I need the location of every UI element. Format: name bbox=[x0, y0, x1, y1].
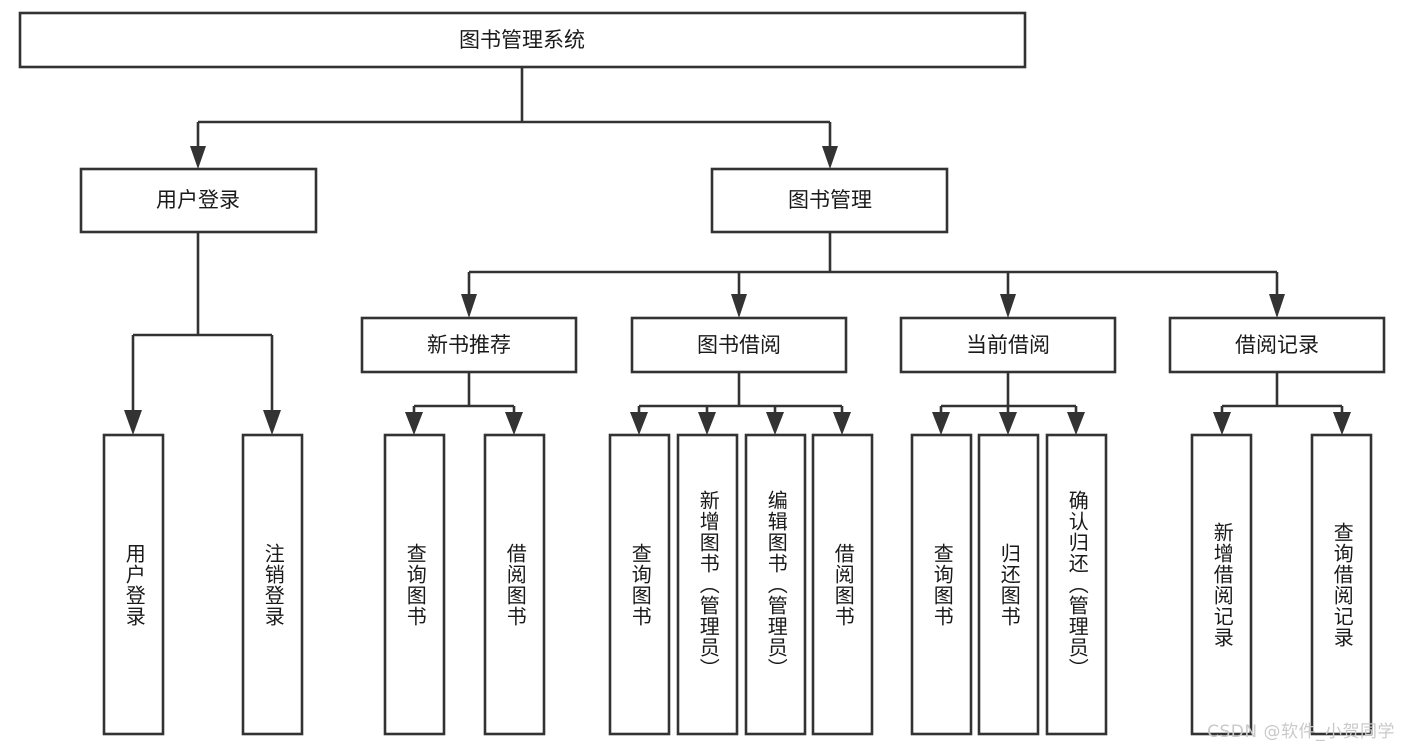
book-borrow-label: 图书借阅 bbox=[697, 333, 781, 357]
leaf-box-return-book[interactable] bbox=[977, 433, 1040, 736]
connector-new-book-recommend-to-leaves bbox=[405, 372, 523, 435]
new-book-recommend-label: 新书推荐 bbox=[427, 333, 511, 357]
arrow-to-leaf-confirm-return bbox=[1067, 412, 1085, 435]
arrow-to-leaf-user-login bbox=[124, 410, 142, 435]
borrow-record-label: 借阅记录 bbox=[1235, 333, 1319, 357]
arrow-to-leaf-query-book-3 bbox=[932, 412, 950, 435]
node-book-management[interactable]: 图书管理 bbox=[710, 167, 949, 234]
arrow-to-book-borrow bbox=[731, 294, 747, 318]
leaf-box-borrow-book-1[interactable] bbox=[483, 433, 546, 736]
node-borrow-record[interactable]: 借阅记录 bbox=[1168, 316, 1386, 374]
new-book-recommend-box[interactable] bbox=[360, 316, 578, 374]
arrow-to-leaf-query-book-1 bbox=[405, 412, 423, 435]
leaf-box-query-book-1[interactable] bbox=[383, 433, 446, 736]
csdn-watermark: CSDN @软件_小贺同学 bbox=[1207, 722, 1395, 742]
leaf-box-add-book[interactable] bbox=[676, 433, 739, 736]
node-root[interactable]: 图书管理系统 bbox=[18, 11, 1027, 69]
user-login-label: 用户登录 bbox=[156, 188, 240, 212]
arrow-to-leaf-edit-book bbox=[766, 412, 784, 435]
current-borrow-label: 当前借阅 bbox=[966, 333, 1050, 357]
arrow-to-current-borrow bbox=[1000, 294, 1016, 318]
connector-root-to-level2 bbox=[190, 67, 838, 169]
leaf-box-query-record[interactable] bbox=[1310, 433, 1373, 736]
root-box[interactable] bbox=[18, 11, 1027, 69]
leaf-box-query-book-3[interactable] bbox=[910, 433, 973, 736]
arrow-to-new-book-recommend bbox=[461, 294, 477, 318]
arrow-to-book-management bbox=[822, 146, 838, 169]
connector-borrow-record-to-leaves bbox=[1213, 372, 1351, 435]
leaf-box-query-book-2[interactable] bbox=[608, 433, 671, 736]
leaf-box-add-record[interactable] bbox=[1190, 433, 1253, 736]
arrow-to-leaf-user-logout bbox=[263, 410, 281, 435]
node-new-book-recommend[interactable]: 新书推荐 bbox=[360, 316, 578, 374]
leaf-box-edit-book[interactable] bbox=[744, 433, 807, 736]
root-label: 图书管理系统 bbox=[459, 28, 585, 52]
connector-book-borrow-to-leaves bbox=[630, 372, 851, 435]
connector-book-management-to-level3 bbox=[461, 232, 1285, 318]
arrow-to-leaf-add-book bbox=[698, 412, 716, 435]
arrow-to-leaf-return-book bbox=[999, 412, 1017, 435]
connector-current-borrow-to-leaves bbox=[932, 372, 1085, 435]
user-login-box[interactable] bbox=[79, 167, 318, 234]
leaf-box-borrow-book-2[interactable] bbox=[811, 433, 874, 736]
node-book-borrow[interactable]: 图书借阅 bbox=[630, 316, 848, 374]
arrow-to-leaf-borrow-book-1 bbox=[505, 412, 523, 435]
arrow-to-user-login bbox=[190, 146, 206, 169]
arrow-to-leaf-query-record bbox=[1333, 412, 1351, 435]
arrow-to-leaf-borrow-book-2 bbox=[833, 412, 851, 435]
current-borrow-box[interactable] bbox=[899, 316, 1117, 374]
leaf-box-confirm-return[interactable] bbox=[1045, 433, 1108, 736]
arrow-to-leaf-add-record bbox=[1213, 412, 1231, 435]
arrow-to-leaf-query-book-2 bbox=[630, 412, 648, 435]
leaf-box-user-logout[interactable] bbox=[241, 433, 304, 736]
node-user-login[interactable]: 用户登录 bbox=[79, 167, 318, 234]
node-current-borrow[interactable]: 当前借阅 bbox=[899, 316, 1117, 374]
arrow-to-borrow-record bbox=[1269, 294, 1285, 318]
connector-user-login-to-leaves bbox=[124, 232, 281, 435]
leaf-box-user-login[interactable] bbox=[102, 433, 165, 736]
book-management-label: 图书管理 bbox=[788, 188, 872, 212]
